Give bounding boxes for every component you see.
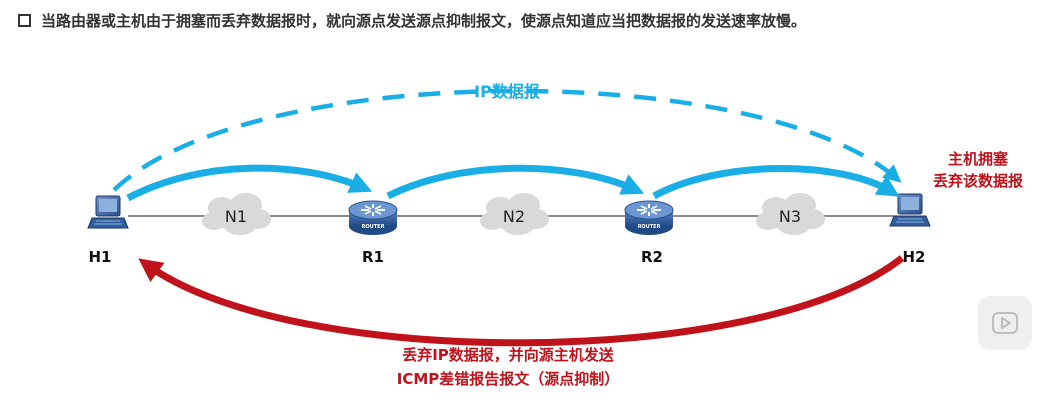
node-label-r2: R2: [641, 248, 663, 266]
ip-datagram-label: IP数据报: [474, 82, 540, 101]
congestion-label-line1: 主机拥塞: [948, 150, 1009, 168]
router-r1-icon: ROUTER: [348, 200, 398, 235]
icmp-label-line1: 丢弃IP数据报，并向源主机发送: [402, 346, 615, 364]
play-icon: [992, 312, 1018, 334]
network-label-n3: N3: [779, 207, 801, 226]
router-r2-badge: ROUTER: [638, 224, 661, 230]
congestion-label-line2: 丢弃该数据报: [933, 172, 1023, 190]
node-label-h2: H2: [903, 248, 926, 266]
host-h1-icon: [87, 195, 129, 229]
node-label-r1: R1: [362, 248, 384, 266]
heading-text: 当路由器或主机由于拥塞而丢弃数据报时，就向源点发送源点抑制报文，使源点知道应当把…: [41, 12, 807, 30]
page-heading: 当路由器或主机由于拥塞而丢弃数据报时，就向源点发送源点抑制报文，使源点知道应当把…: [18, 10, 806, 31]
host-h2-icon: [889, 193, 931, 227]
hop-arrow-r1-r2: [386, 164, 645, 200]
ip-datagram-dashed-arrow: [112, 88, 902, 192]
network-label-n1: N1: [225, 207, 247, 226]
network-label-n2: N2: [503, 207, 525, 226]
router-r1-badge: ROUTER: [362, 224, 385, 230]
icmp-source-quench-arrow: [138, 255, 905, 347]
checkbox-icon: [18, 14, 31, 27]
hop-arrow-h1-r1: [126, 164, 373, 202]
hop-arrow-r2-h2: [652, 165, 900, 200]
icmp-label-line2: ICMP差错报告报文（源点抑制）: [397, 370, 620, 388]
router-r2-icon: ROUTER: [624, 200, 674, 235]
node-label-h1: H1: [89, 248, 112, 266]
video-play-watermark: [978, 296, 1032, 350]
